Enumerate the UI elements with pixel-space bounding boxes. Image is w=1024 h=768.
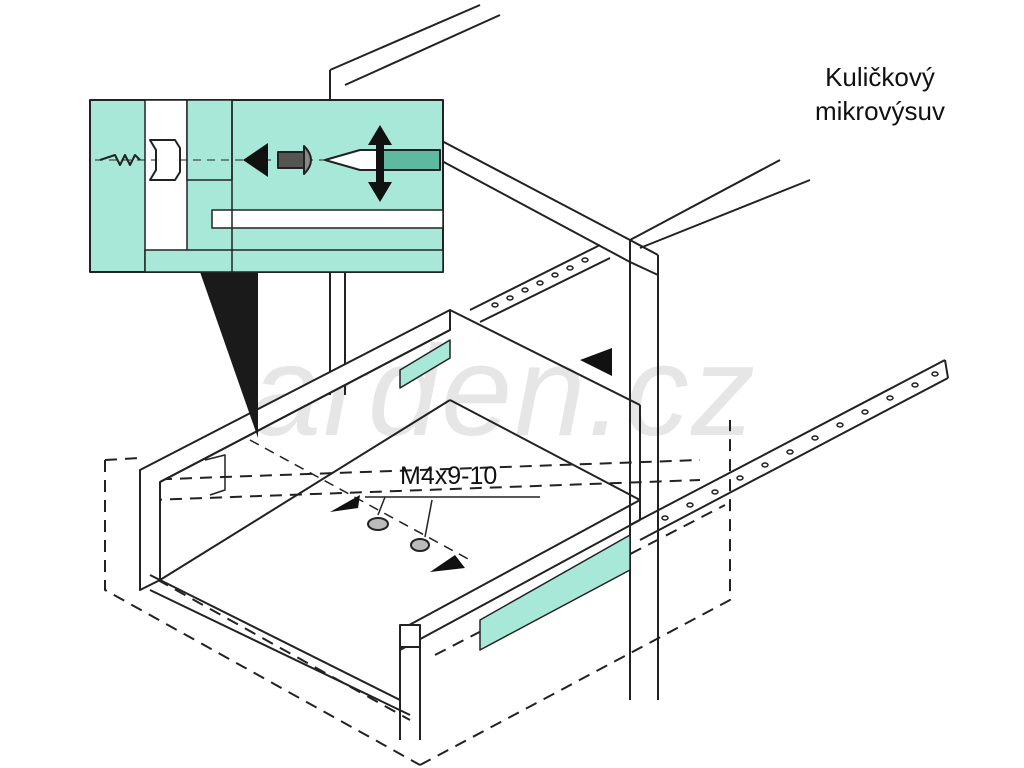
- arrow-left-icon: [243, 143, 268, 177]
- arrow-down-right-icon: [430, 555, 465, 572]
- label-leader: [365, 496, 540, 538]
- drawer-runners: [204, 339, 631, 651]
- title-line-2: mikrovýsuv: [814, 96, 945, 126]
- drawer-box: [139, 309, 641, 740]
- arrow-up-icon: [580, 348, 612, 376]
- runner-holes: [491, 257, 939, 521]
- callout-pointer: [200, 272, 258, 438]
- title-line-1: Kuličkový: [825, 62, 935, 92]
- screw-axis-dashed: [249, 439, 471, 561]
- runner-bracket-icon: [149, 139, 181, 181]
- detail-inset: [89, 99, 444, 273]
- machine-screw-icon: [277, 145, 312, 175]
- arrow-up-left-icon: [330, 495, 360, 512]
- rotate-arrow-icon: [368, 125, 392, 202]
- screw-size-label: M4x9-10: [400, 462, 498, 490]
- cabinet-runner: [469, 244, 949, 541]
- screw-icon: [367, 517, 430, 552]
- direction-arrows: [330, 348, 612, 572]
- screwdriver-icon: [324, 149, 441, 171]
- wood-screw-icon: [99, 154, 141, 166]
